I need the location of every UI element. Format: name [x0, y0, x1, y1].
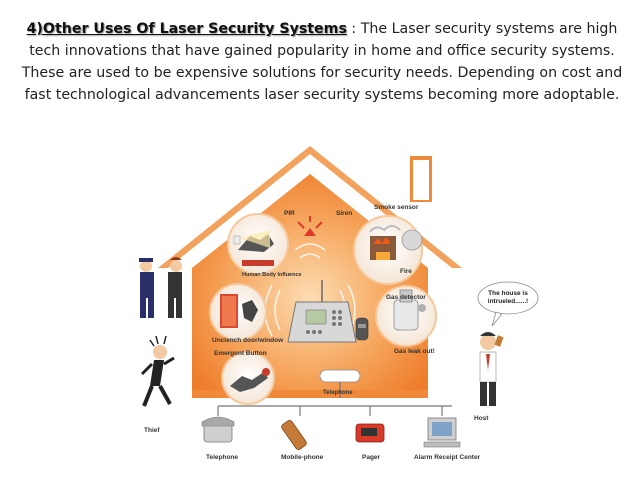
label-telephone-line: Telephone: [323, 390, 353, 396]
device-label-alarm-receipt-center: Alarm Receipt Center: [414, 454, 481, 461]
host-speech-text: The house is intrueled......!: [482, 290, 534, 306]
pager-device-icon: [355, 423, 385, 443]
heading-separator: :: [346, 21, 361, 37]
host-speech-line-2: intrueled......!: [487, 298, 529, 305]
house-diagram: [139, 146, 539, 450]
running-thief-figure: [140, 335, 175, 407]
host-figure: [479, 332, 504, 406]
security-system-illustration: PIR Siren Smoke sensor Human Body Influe…: [130, 140, 550, 478]
house-roof: [158, 146, 462, 268]
alarm-receipt-center-icon: [423, 417, 461, 448]
control-panel-device: [287, 280, 369, 343]
label-fire: Fire: [400, 268, 412, 275]
emergent-button-circle: [221, 351, 275, 405]
gas-detector-circle: [375, 285, 437, 347]
police-figure: [139, 258, 154, 318]
door-window-circle: [209, 283, 267, 341]
host-speech-bubble: [477, 281, 539, 327]
device-label-mobile-phone: Mobile-phone: [281, 454, 324, 461]
label-pir: PIR: [284, 210, 295, 217]
connection-lines: [217, 382, 452, 416]
pir-sensor-circle: [227, 213, 289, 275]
section-heading: 4)Other Uses Of Laser Security Systems: [26, 21, 347, 37]
host-speech-line-1: The house is: [488, 290, 528, 297]
siren-icon: [297, 216, 323, 236]
captured-thief-figure: [168, 257, 182, 318]
label-human-body-influence: Human Body Influence: [242, 272, 302, 278]
telephone-line-box: [319, 369, 361, 383]
telephone-device-icon: [201, 416, 235, 443]
description-paragraph: 4)Other Uses Of Laser Security Systems :…: [20, 18, 624, 106]
mobile-phone-device-icon: [281, 420, 307, 450]
label-gas-detector: Gas detector: [386, 294, 426, 301]
label-gas-leak-out: Gas leak out!: [394, 348, 435, 355]
label-siren: Siren: [336, 210, 353, 217]
label-thief: Thief: [144, 427, 160, 434]
label-smoke-sensor: Smoke sensor: [374, 204, 419, 211]
label-emergent-button: Emergent Button: [214, 350, 267, 357]
device-label-telephone: Telephone: [206, 454, 239, 461]
label-unclench-door-window: Unclench door/window: [212, 337, 284, 344]
smoke-sensor-circle: [353, 215, 423, 285]
section-body: The Laser security systems are high tech…: [21, 21, 623, 103]
label-host: Host: [474, 415, 489, 422]
device-label-pager: Pager: [362, 454, 381, 461]
